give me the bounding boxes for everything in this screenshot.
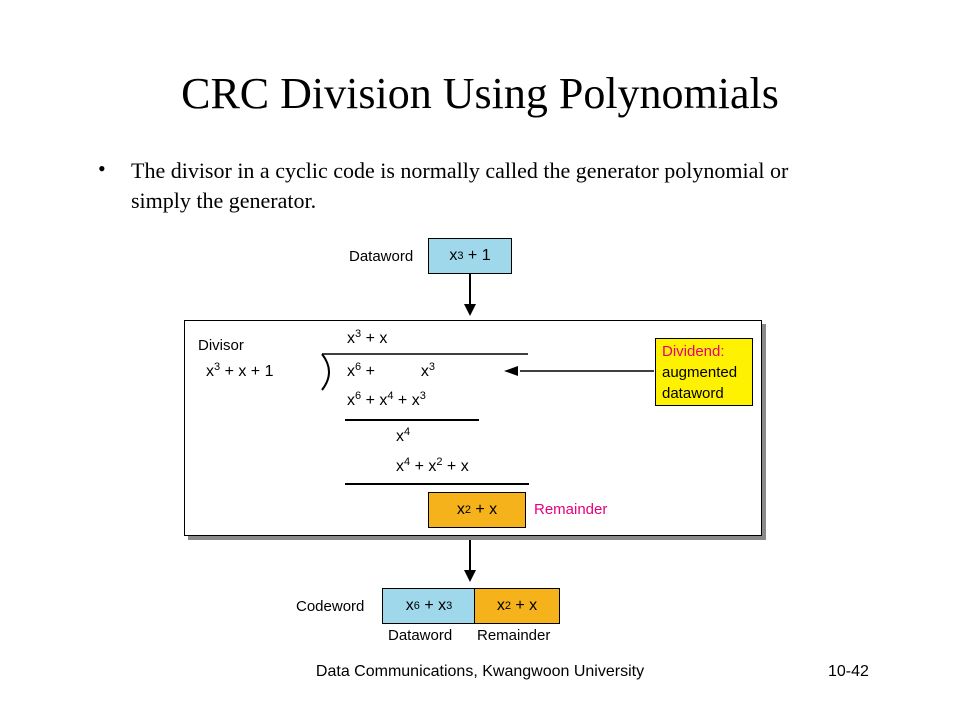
dividend-note: Dividend: augmented dataword bbox=[655, 338, 753, 406]
footer-source: Data Communications, Kwangwoon Universit… bbox=[315, 663, 645, 680]
divisor-value: x3 + x + 1 bbox=[206, 361, 274, 381]
slide-title: CRC Division Using Polynomials bbox=[181, 69, 779, 118]
rule-1 bbox=[345, 419, 479, 421]
divisor-label: Divisor bbox=[198, 337, 244, 354]
codeword-label: Codeword bbox=[296, 598, 365, 615]
bullet-marker: • bbox=[98, 156, 106, 181]
quotient: x3 + x bbox=[347, 328, 388, 348]
remainder-label: Remainder bbox=[534, 501, 608, 518]
partial-remainder: x4 bbox=[396, 426, 411, 446]
rule-2 bbox=[345, 483, 529, 485]
dataword-label: Dataword bbox=[349, 248, 414, 265]
codeword-remainder-caption: Remainder bbox=[477, 627, 551, 644]
subtract-line-1: x6 + x4 + x3 bbox=[347, 390, 426, 410]
dividend: x6 +x3 bbox=[347, 361, 436, 381]
codeword-dataword-caption: Dataword bbox=[388, 627, 453, 644]
subtract-line-2: x4 + x2 + x bbox=[396, 456, 469, 476]
bullet-text: The divisor in a cyclic code is normally… bbox=[131, 158, 789, 213]
footer-page-number: 10-42 bbox=[828, 663, 869, 680]
